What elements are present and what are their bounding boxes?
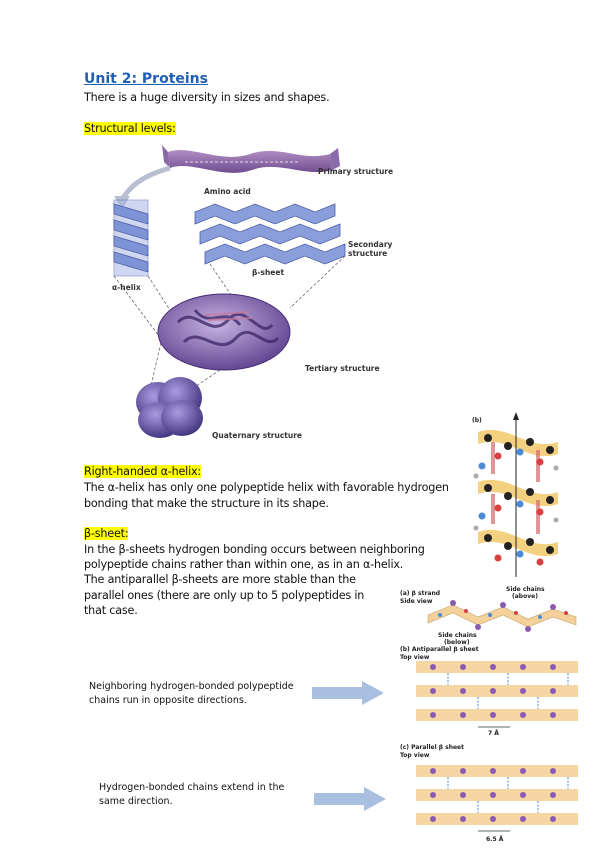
- beta-sheet-heading: β-sheet:: [84, 527, 129, 540]
- label-tertiary-structure: Tertiary structure: [305, 364, 380, 373]
- side-chains-below-label: Side chains: [438, 632, 477, 639]
- beta-sheet-text-line1: In the β-sheets hydrogen bonding occurs …: [84, 543, 425, 556]
- intro-text: There is a huge diversity in sizes and s…: [84, 91, 330, 104]
- label-primary-structure: Primary structure: [318, 167, 394, 176]
- alpha-helix-text-line1: The α-helix has only one polypeptide hel…: [84, 481, 449, 494]
- antiparallel-note-line2: chains run in opposite directions.: [89, 695, 247, 706]
- parallel-sheet: [416, 765, 578, 832]
- antiparallel-spacing-label: 7 Å: [488, 730, 499, 737]
- antiparallel-top-view-label: Top view: [400, 654, 430, 661]
- parallel-arrow-icon: [314, 787, 386, 811]
- beta-sheet-text-line3: The antiparallel β-sheets are more stabl…: [84, 573, 356, 586]
- antiparallel-note-line1: Neighboring hydrogen-bonded polypeptide: [89, 681, 294, 692]
- page-title: Unit 2: Proteins: [84, 71, 208, 87]
- parallel-panel-label: (c) Parallel β sheet: [400, 744, 464, 751]
- alpha-helix-model: [113, 199, 149, 277]
- primary-structure-ribbon: [162, 145, 340, 173]
- alpha-helix-ball-stick-diagram: (b): [472, 412, 559, 577]
- label-quaternary-structure: Quaternary structure: [212, 431, 302, 440]
- parallel-note-line1: Hydrogen-bonded chains extend in the: [99, 782, 285, 793]
- side-chains-above-label-2: (above): [512, 593, 538, 600]
- strand-side-view-label: Side view: [400, 598, 433, 605]
- parallel-note-line2: same direction.: [99, 796, 173, 807]
- beta-sheet-model: [194, 203, 346, 265]
- tertiary-structure-model: [157, 293, 291, 371]
- structural-levels-label: Structural levels:: [84, 122, 176, 135]
- beta-sheet-text-line2: polypeptide chains rather than within on…: [84, 558, 404, 571]
- label-alpha-helix: α-helix: [112, 283, 141, 292]
- beta-sheet-figure: (a) β strand Side view Side chains (abov…: [398, 585, 588, 847]
- beta-sheet-diagram: (a) β strand Side view Side chains (abov…: [400, 586, 578, 843]
- label-amino-acid: Amino acid: [204, 187, 251, 196]
- antiparallel-arrow-icon: [312, 681, 384, 705]
- protein-structure-diagram: [113, 145, 346, 438]
- protein-structure-figure: Primary structure Amino acid Secondary s…: [100, 140, 430, 445]
- antiparallel-sheet: [416, 661, 578, 728]
- strand-panel-label: (a) β strand: [400, 590, 440, 597]
- parallel-top-view-label: Top view: [400, 752, 430, 759]
- side-chains-above-label: Side chains: [506, 586, 545, 593]
- label-secondary-structure: Secondary structure: [348, 240, 393, 258]
- side-chains-below-label-2: (below): [444, 639, 470, 646]
- alpha-helix-ball-stick-figure: (b): [468, 412, 568, 582]
- beta-sheet-text-line4: parallel ones (there are only up to 5 po…: [84, 589, 365, 602]
- alpha-helix-heading: Right-handed α-helix:: [84, 465, 201, 478]
- helix-panel-label: (b): [472, 417, 482, 424]
- label-beta-sheet: β-sheet: [252, 268, 285, 277]
- antiparallel-panel-label: (b) Antiparallel β sheet: [400, 646, 479, 653]
- parallel-spacing-label: 6.5 Å: [486, 836, 504, 843]
- beta-sheet-text-line5: that case.: [84, 604, 138, 617]
- alpha-helix-text-line2: bonding that make the structure in its s…: [84, 497, 329, 510]
- quaternary-structure-model: [136, 377, 203, 438]
